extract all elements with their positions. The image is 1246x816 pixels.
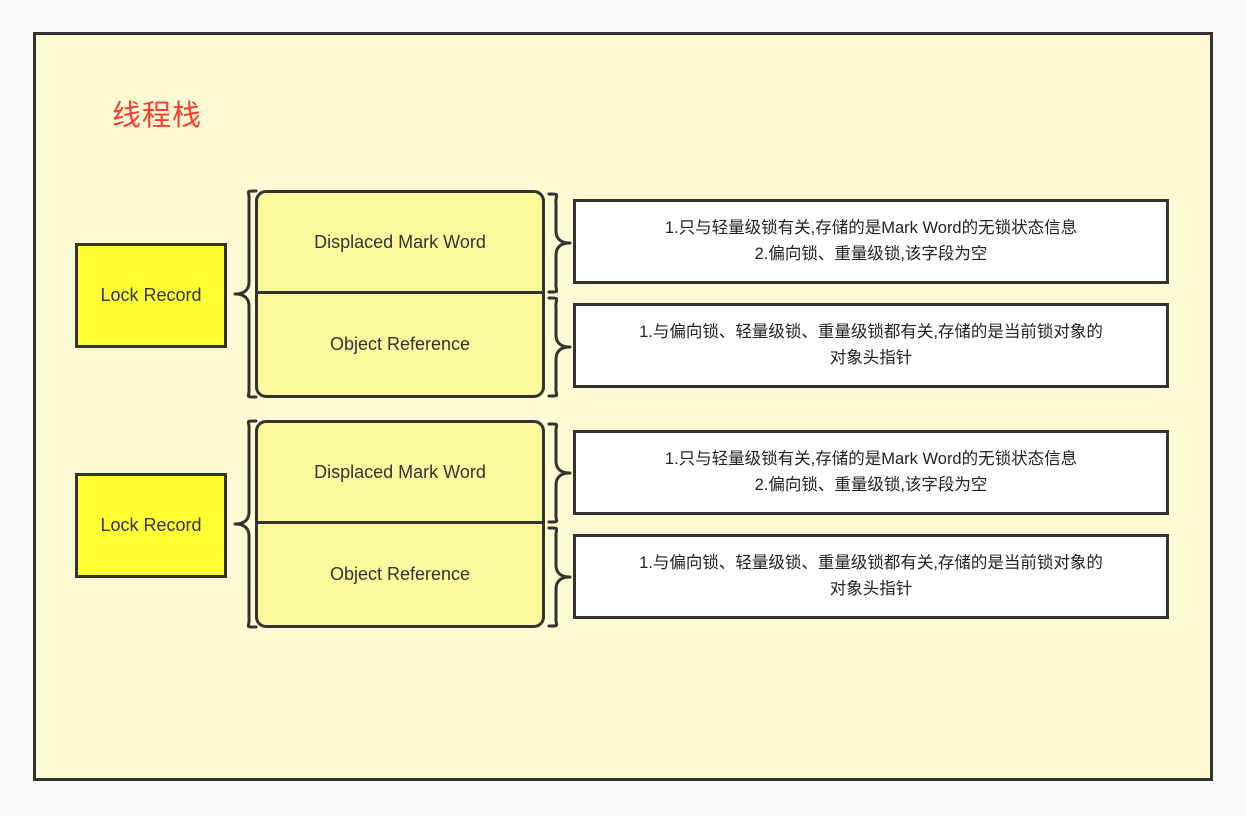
field-object-reference-2[interactable]: Object Reference (258, 524, 542, 625)
note-object-reference-2: 1.与偏向锁、轻量级锁、重量级锁都有关,存储的是当前锁对象的 对象头指针 (573, 534, 1169, 619)
note-line: 1.与偏向锁、轻量级锁、重量级锁都有关,存储的是当前锁对象的 (639, 553, 1103, 572)
note-line: 对象头指针 (829, 348, 913, 367)
lock-record-label: Lock Record (100, 515, 202, 535)
note-displaced-mark-word-1: 1.只与轻量级锁有关,存储的是Mark Word的无锁状态信息 2.偏向锁、重量… (573, 199, 1169, 284)
note-object-reference-1: 1.与偏向锁、轻量级锁、重量级锁都有关,存储的是当前锁对象的 对象头指针 (573, 303, 1169, 388)
note-line: 对象头指针 (829, 579, 913, 598)
field-label: Object Reference (329, 564, 471, 584)
note-displaced-mark-word-2: 1.只与轻量级锁有关,存储的是Mark Word的无锁状态信息 2.偏向锁、重量… (573, 430, 1169, 515)
fields-group-2: Displaced Mark Word Object Reference (255, 420, 545, 628)
lock-record-box-1[interactable]: Lock Record (75, 243, 227, 348)
note-line: 2.偏向锁、重量级锁,该字段为空 (754, 475, 988, 494)
fields-group-1: Displaced Mark Word Object Reference (255, 190, 545, 398)
lock-record-label: Lock Record (100, 285, 202, 305)
note-line: 1.只与轻量级锁有关,存储的是Mark Word的无锁状态信息 (664, 218, 1078, 237)
note-line: 1.只与轻量级锁有关,存储的是Mark Word的无锁状态信息 (664, 449, 1078, 468)
field-displaced-mark-word-1[interactable]: Displaced Mark Word (258, 193, 542, 294)
page-title: 线程栈 (112, 100, 203, 132)
note-line: 2.偏向锁、重量级锁,该字段为空 (754, 244, 988, 263)
note-line: 1.与偏向锁、轻量级锁、重量级锁都有关,存储的是当前锁对象的 (639, 322, 1103, 341)
field-label: Displaced Mark Word (314, 461, 486, 482)
field-label: Object Reference (329, 334, 471, 354)
field-object-reference-1[interactable]: Object Reference (258, 294, 542, 395)
field-displaced-mark-word-2[interactable]: Displaced Mark Word (258, 423, 542, 524)
thread-stack-panel (33, 32, 1213, 781)
field-label: Displaced Mark Word (314, 231, 486, 252)
lock-record-box-2[interactable]: Lock Record (75, 473, 227, 578)
